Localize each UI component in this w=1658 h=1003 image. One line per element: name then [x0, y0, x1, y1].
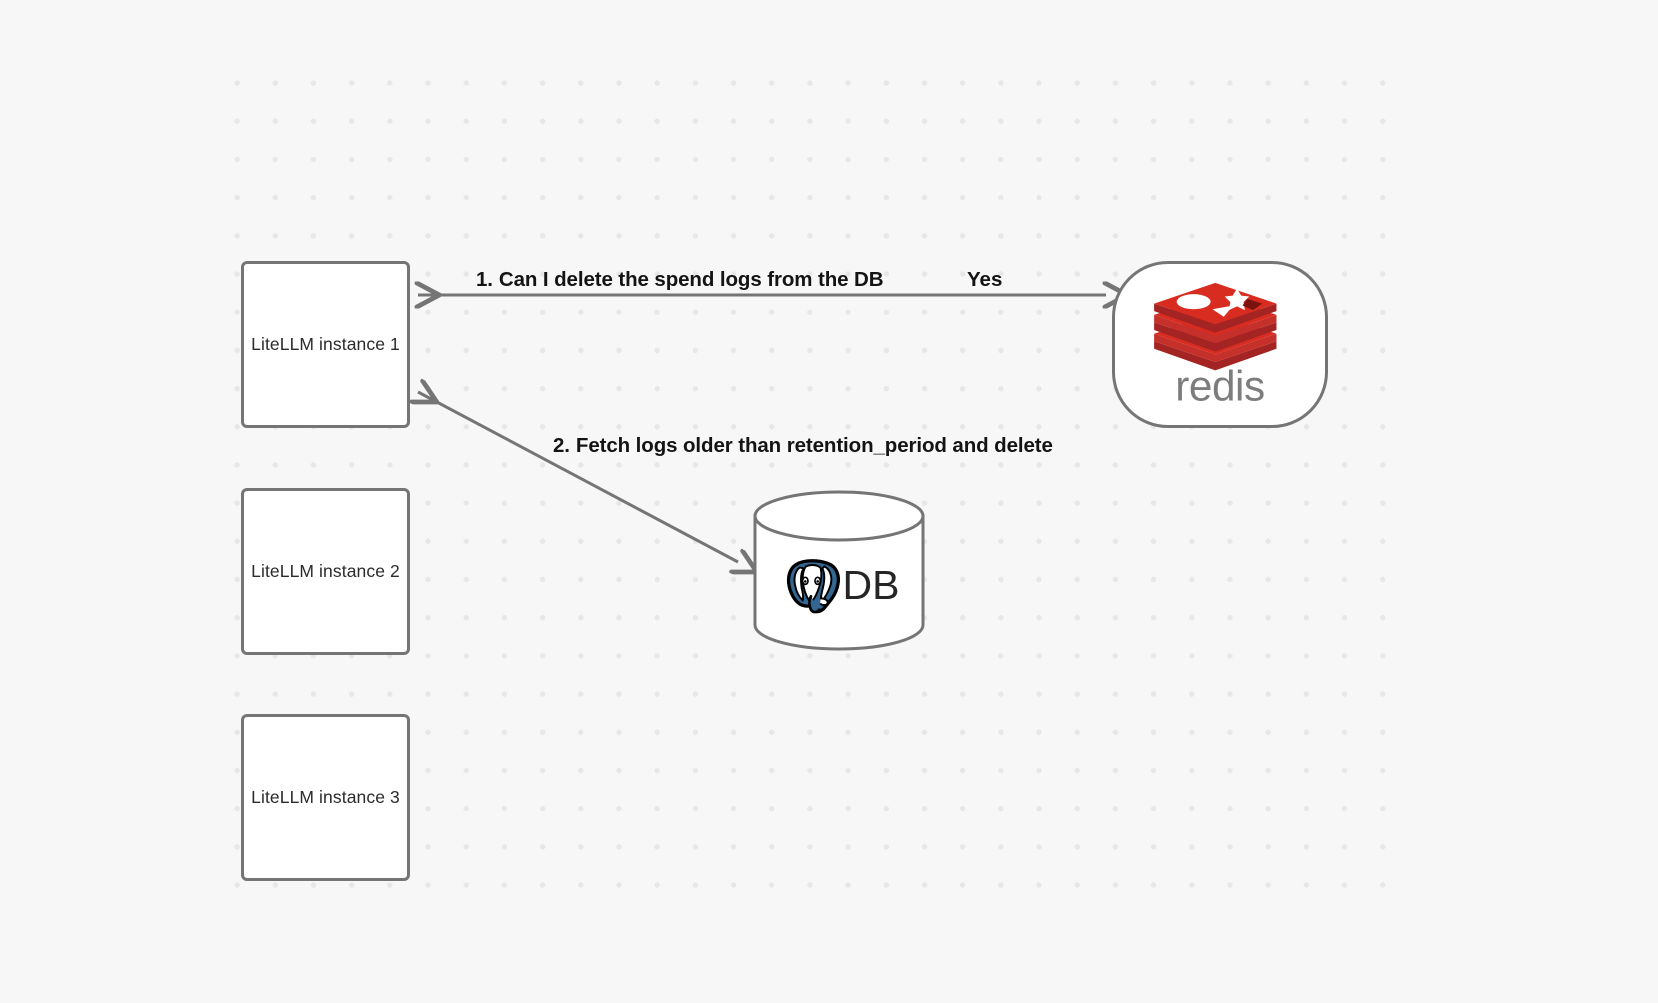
edge-label-yes: Yes: [967, 268, 1003, 291]
node-litellm-instance-2-label: LiteLLM instance 2: [251, 561, 400, 581]
node-litellm-instance-1[interactable]: LiteLLM instance 1: [241, 261, 410, 428]
database-logo-group: DB: [752, 490, 926, 651]
node-redis[interactable]: redis redis: [1112, 261, 1328, 428]
edge-label-step-2-number: 2.: [553, 434, 570, 457]
node-database-label: DB: [842, 562, 900, 608]
svg-text:redis: redis: [1175, 362, 1264, 408]
edge-label-step-2-text: Fetch logs older than retention_period a…: [575, 434, 1053, 457]
edge-label-step-2: 2.Fetch logs older than retention_period…: [553, 434, 1053, 458]
node-database[interactable]: DB: [752, 490, 926, 651]
edge-instance1-db: [418, 392, 738, 562]
postgresql-elephant-icon: [786, 558, 840, 613]
node-litellm-instance-1-label: LiteLLM instance 1: [251, 334, 400, 354]
node-litellm-instance-3[interactable]: LiteLLM instance 3: [241, 714, 410, 881]
edge-label-step-1-number: 1.: [476, 268, 493, 291]
node-litellm-instance-2[interactable]: LiteLLM instance 2: [241, 488, 410, 655]
node-litellm-instance-3-label: LiteLLM instance 3: [251, 787, 400, 807]
edge-label-step-1: 1.Can I delete the spend logs from the D…: [476, 268, 884, 292]
edge-label-step-1-text: Can I delete the spend logs from the DB: [498, 268, 884, 291]
redis-logo-icon: redis: [1154, 282, 1277, 409]
